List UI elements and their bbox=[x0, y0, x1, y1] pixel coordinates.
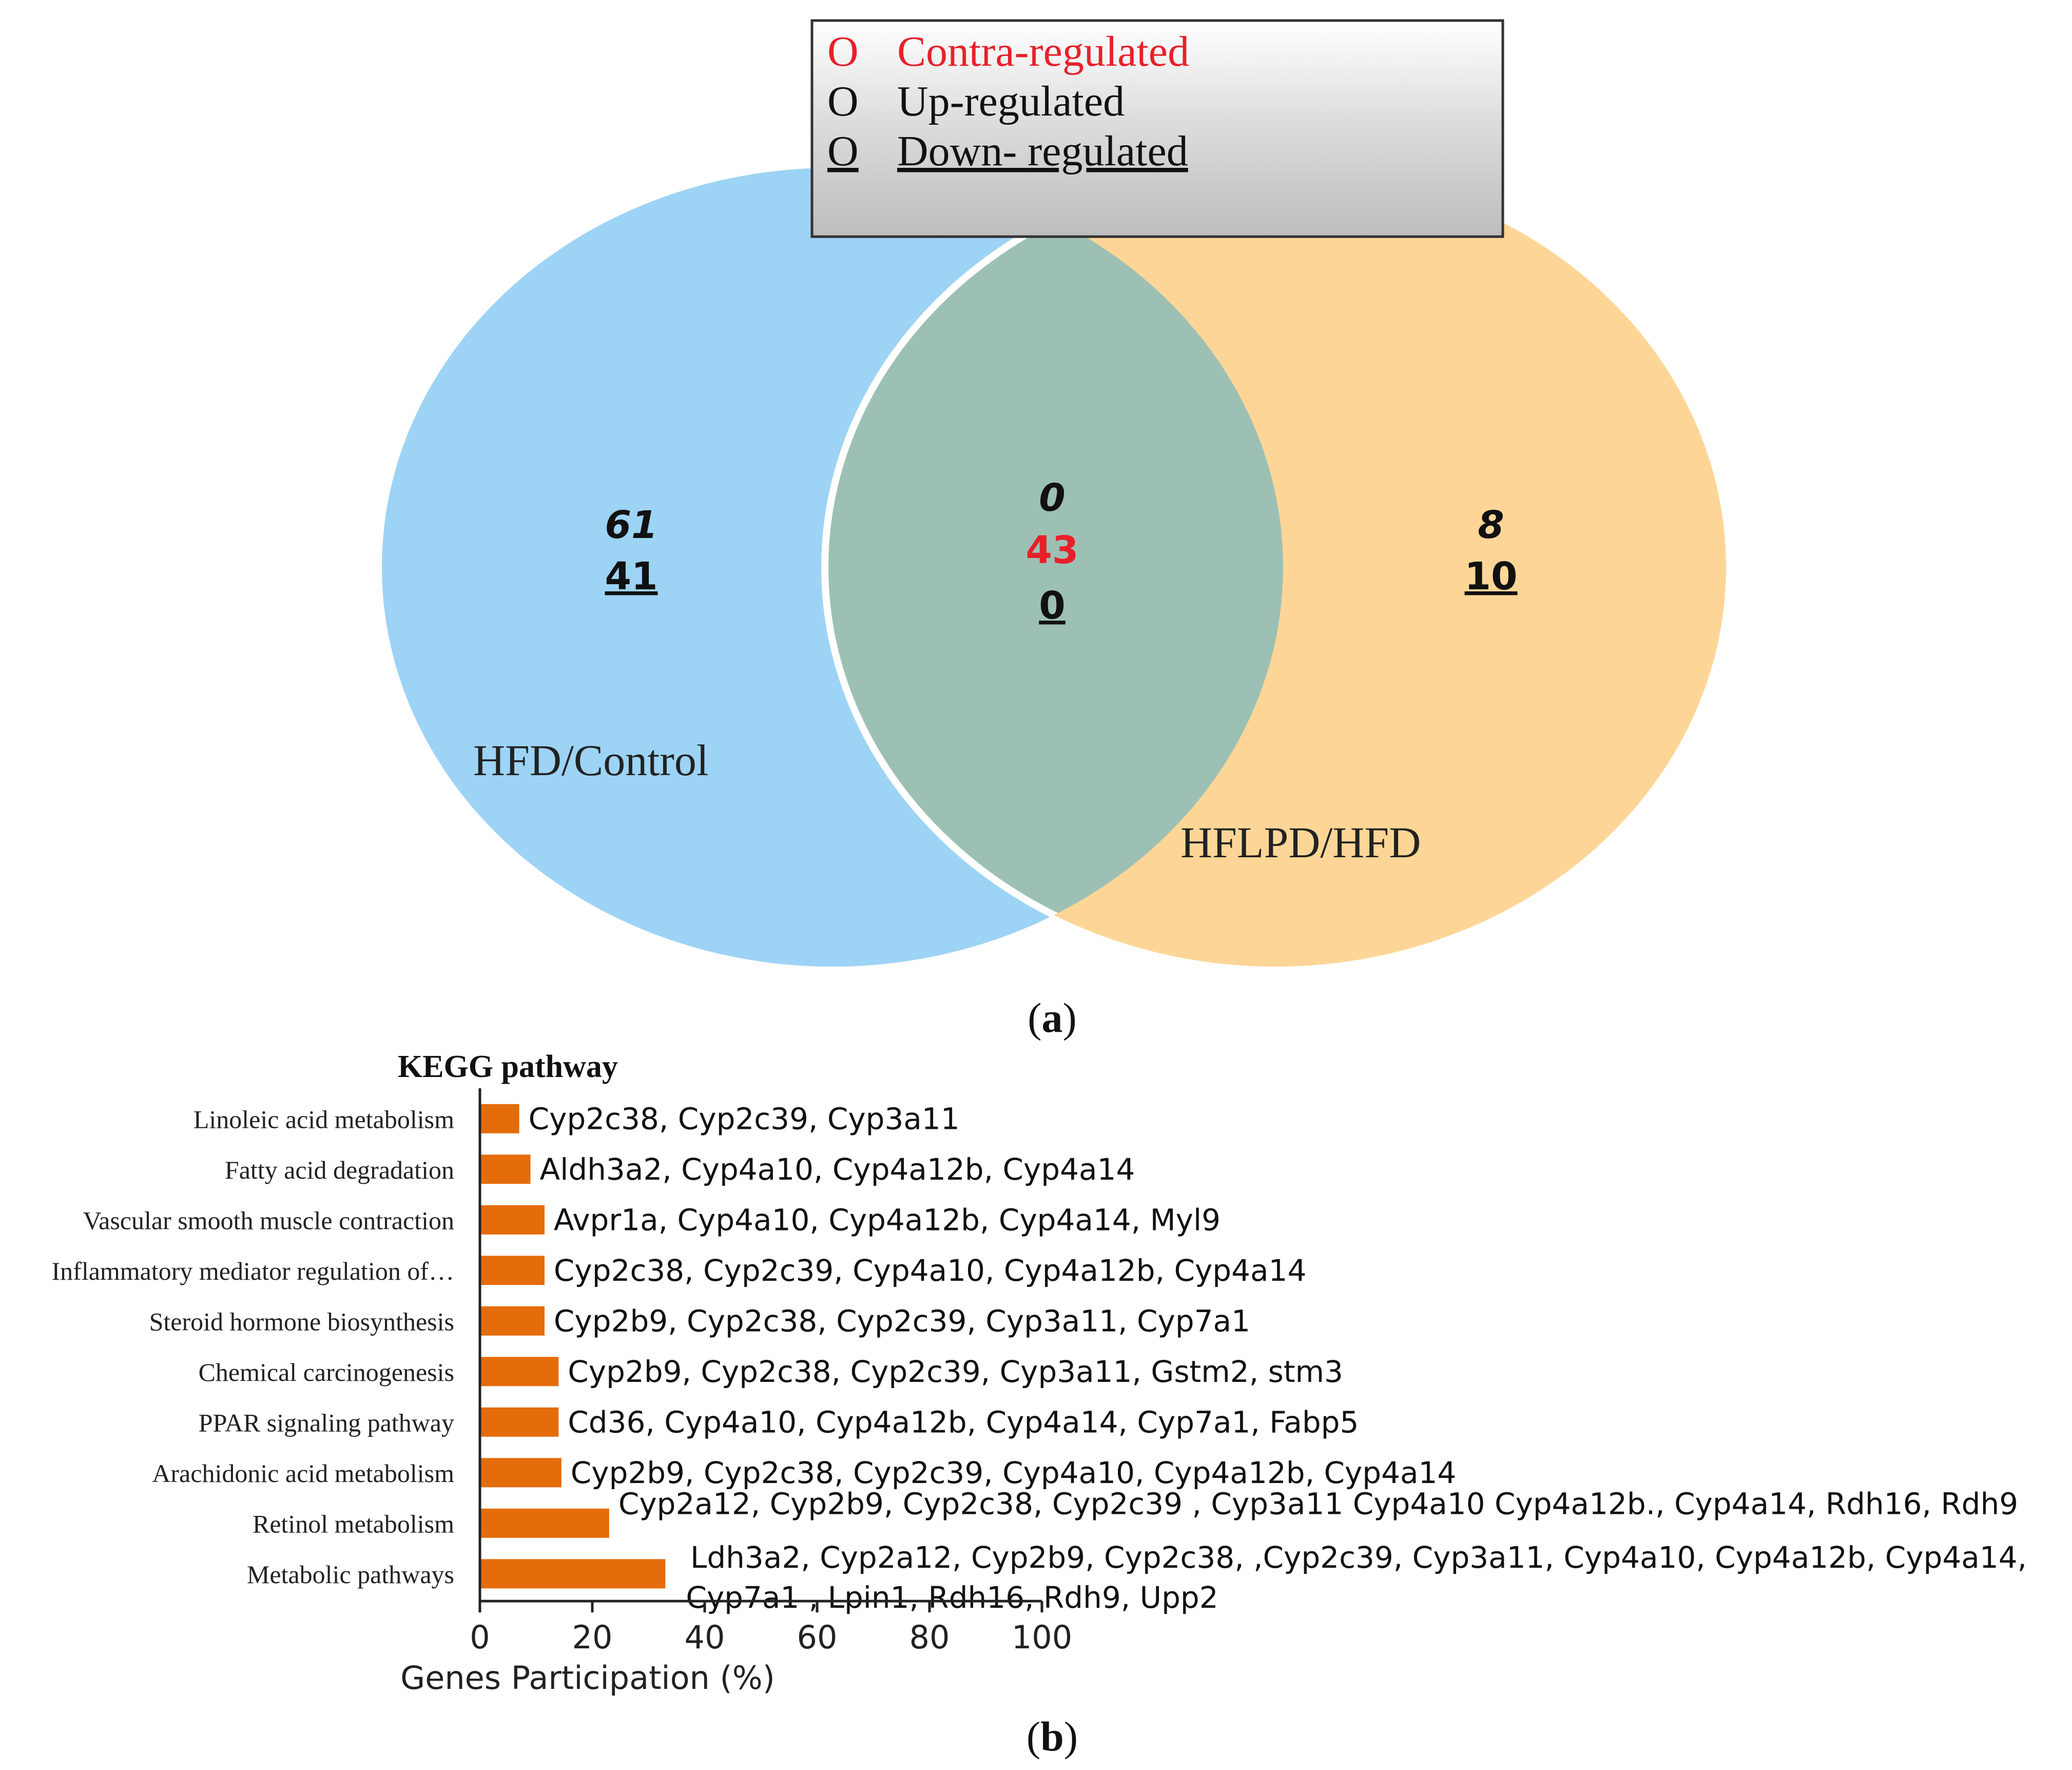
bar bbox=[480, 1256, 545, 1285]
legend-box bbox=[810, 19, 1504, 238]
bar-annotation: Cyp2b9, Cyp2c38, Cyp2c39, Cyp4a10, Cyp4a… bbox=[571, 1455, 1457, 1490]
set-label-hflpd-hfd: HFLPD/HFD bbox=[1180, 818, 1421, 867]
bar-annotation: Cyp7a1 , Lpin1, Rdh16, Rdh9, Upp2 bbox=[686, 1580, 1218, 1615]
category-label: Vascular smooth muscle contraction bbox=[83, 1206, 454, 1235]
category-label: Linoleic acid metabolism bbox=[193, 1105, 454, 1133]
category-label: Arachidonic acid metabolism bbox=[152, 1459, 454, 1488]
bar-annotation: Ldh3a2, Cyp2a12, Cyp2b9, Cyp2c38, ,Cyp2c… bbox=[690, 1540, 2027, 1575]
legend-label: Down- regulated bbox=[897, 127, 1188, 175]
count-overlap-down: 0 bbox=[1039, 584, 1066, 628]
category-label: Steroid hormone biosynthesis bbox=[149, 1307, 454, 1336]
category-label: Retinol metabolism bbox=[253, 1509, 454, 1538]
bar bbox=[480, 1306, 545, 1336]
x-tick-label: 100 bbox=[1012, 1619, 1072, 1656]
x-axis-label: Genes Participation (%) bbox=[400, 1659, 775, 1697]
bar-annotation: Cd36, Cyp4a10, Cyp4a12b, Cyp4a14, Cyp7a1… bbox=[568, 1405, 1359, 1439]
legend-marker: O bbox=[827, 127, 859, 175]
count-right-down: 10 bbox=[1465, 554, 1518, 599]
legend-marker: O bbox=[827, 28, 859, 75]
x-tick-label: 20 bbox=[572, 1619, 613, 1656]
kegg-bar-chart: KEGG pathway Linoleic acid metabolismFat… bbox=[52, 1049, 2027, 1697]
x-tick-label: 80 bbox=[909, 1619, 950, 1656]
legend-label: Up-regulated bbox=[897, 78, 1125, 125]
count-overlap-up: 0 bbox=[1039, 476, 1066, 520]
x-tick-label: 40 bbox=[685, 1619, 725, 1656]
bar-annotation: Cyp2c38, Cyp2c39, Cyp3a11 bbox=[529, 1101, 960, 1136]
caption-b: (b) bbox=[1027, 1713, 1078, 1760]
count-overlap-contra: 43 bbox=[1026, 528, 1079, 572]
bar bbox=[480, 1205, 545, 1235]
bar bbox=[480, 1458, 561, 1488]
bar bbox=[480, 1508, 609, 1538]
bar bbox=[480, 1104, 519, 1133]
bar-annotation: Cyp2b9, Cyp2c38, Cyp2c39, Cyp3a11, Gstm2… bbox=[568, 1354, 1343, 1389]
chart-title: KEGG pathway bbox=[398, 1049, 618, 1084]
set-overlap bbox=[821, 168, 1283, 967]
bar bbox=[480, 1155, 531, 1184]
bar-annotation: Aldh3a2, Cyp4a10, Cyp4a12b, Cyp4a14 bbox=[540, 1152, 1135, 1187]
count-left-up: 61 bbox=[605, 503, 658, 547]
caption-a: (a) bbox=[1028, 994, 1077, 1041]
bar-annotation: Cyp2a12, Cyp2b9, Cyp2c38, Cyp2c39 , Cyp3… bbox=[618, 1486, 2018, 1521]
count-right-up: 8 bbox=[1478, 503, 1504, 547]
legend-marker: O bbox=[827, 78, 859, 125]
bar-annotation: Cyp2c38, Cyp2c39, Cyp4a10, Cyp4a12b, Cyp… bbox=[554, 1253, 1306, 1288]
x-tick-label: 0 bbox=[470, 1619, 490, 1656]
set-label-hfd-control: HFD/Control bbox=[473, 736, 709, 785]
legend-label: Contra-regulated bbox=[897, 28, 1189, 75]
bar bbox=[480, 1357, 559, 1387]
bar bbox=[480, 1407, 559, 1437]
category-label: Chemical carcinogenesis bbox=[199, 1358, 454, 1387]
category-label: PPAR signaling pathway bbox=[199, 1408, 454, 1437]
bar bbox=[480, 1559, 666, 1589]
category-label: Metabolic pathways bbox=[247, 1560, 454, 1589]
venn-diagram bbox=[382, 168, 1726, 967]
bar-annotation: Cyp2b9, Cyp2c38, Cyp2c39, Cyp3a11, Cyp7a… bbox=[554, 1303, 1250, 1338]
bar-annotation: Avpr1a, Cyp4a10, Cyp4a12b, Cyp4a14, Myl9 bbox=[554, 1202, 1221, 1237]
category-label: Fatty acid degradation bbox=[225, 1156, 454, 1184]
x-tick-label: 60 bbox=[797, 1619, 838, 1656]
count-left-down: 41 bbox=[605, 554, 658, 599]
category-label: Inflammatory mediator regulation of… bbox=[52, 1257, 454, 1285]
